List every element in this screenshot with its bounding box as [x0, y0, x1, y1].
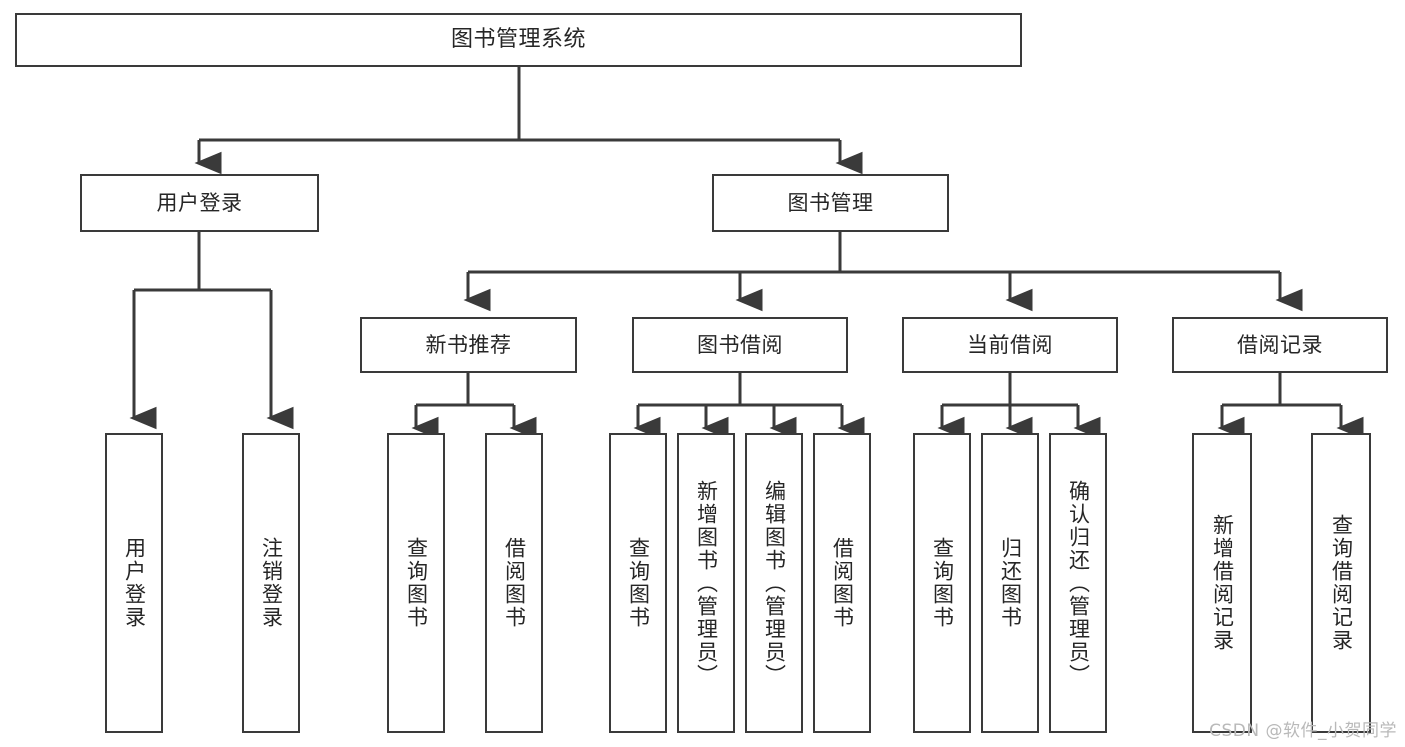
watermark: CSDN @软件_小贺同学	[1209, 721, 1397, 741]
node-label: 新增借阅记录	[1210, 514, 1235, 652]
node-label: 确认归还（管理员）	[1066, 479, 1091, 687]
leaf-borrow-book[interactable]: 借阅图书	[813, 433, 871, 733]
leaf-edit-book-admin[interactable]: 编辑图书（管理员）	[745, 433, 803, 733]
leaf-query-book[interactable]: 查询图书	[609, 433, 667, 733]
leaf-confirm-return-admin[interactable]: 确认归还（管理员）	[1049, 433, 1107, 733]
node-borrow-record[interactable]: 借阅记录	[1172, 317, 1388, 373]
node-book-borrow[interactable]: 图书借阅	[632, 317, 848, 373]
node-label: 新书推荐	[425, 332, 512, 357]
node-label: 当前借阅	[967, 332, 1053, 357]
node-label: 查询图书	[626, 537, 651, 629]
node-label: 借阅图书	[502, 537, 527, 629]
leaf-query-borrow-record[interactable]: 查询借阅记录	[1311, 433, 1371, 733]
node-book-management[interactable]: 图书管理	[712, 174, 949, 232]
node-label: 新增图书（管理员）	[694, 479, 719, 687]
node-label: 借阅图书	[830, 537, 855, 629]
leaf-user-logout[interactable]: 注销登录	[242, 433, 300, 733]
node-new-book-recommend[interactable]: 新书推荐	[360, 317, 577, 373]
node-label: 图书借阅	[697, 332, 783, 357]
node-label: 查询图书	[404, 537, 429, 629]
node-label: 用户登录	[122, 537, 147, 629]
node-label: 图书管理	[787, 190, 874, 215]
node-label: 注销登录	[259, 537, 284, 629]
leaf-query-book-current[interactable]: 查询图书	[913, 433, 971, 733]
leaf-user-login[interactable]: 用户登录	[105, 433, 163, 733]
node-root-system[interactable]: 图书管理系统	[15, 13, 1022, 67]
node-label: 借阅记录	[1237, 332, 1323, 357]
node-label: 用户登录	[156, 190, 243, 215]
leaf-return-book[interactable]: 归还图书	[981, 433, 1039, 733]
leaf-borrow-book-new[interactable]: 借阅图书	[485, 433, 543, 733]
node-label: 编辑图书（管理员）	[762, 479, 787, 687]
node-label: 查询借阅记录	[1329, 514, 1354, 652]
node-user-login[interactable]: 用户登录	[80, 174, 319, 232]
leaf-add-borrow-record[interactable]: 新增借阅记录	[1192, 433, 1252, 733]
node-current-borrow[interactable]: 当前借阅	[902, 317, 1118, 373]
node-label: 归还图书	[998, 537, 1023, 629]
leaf-add-book-admin[interactable]: 新增图书（管理员）	[677, 433, 735, 733]
node-label: 查询图书	[930, 537, 955, 629]
node-label: 图书管理系统	[450, 27, 586, 53]
leaf-query-book-new[interactable]: 查询图书	[387, 433, 445, 733]
